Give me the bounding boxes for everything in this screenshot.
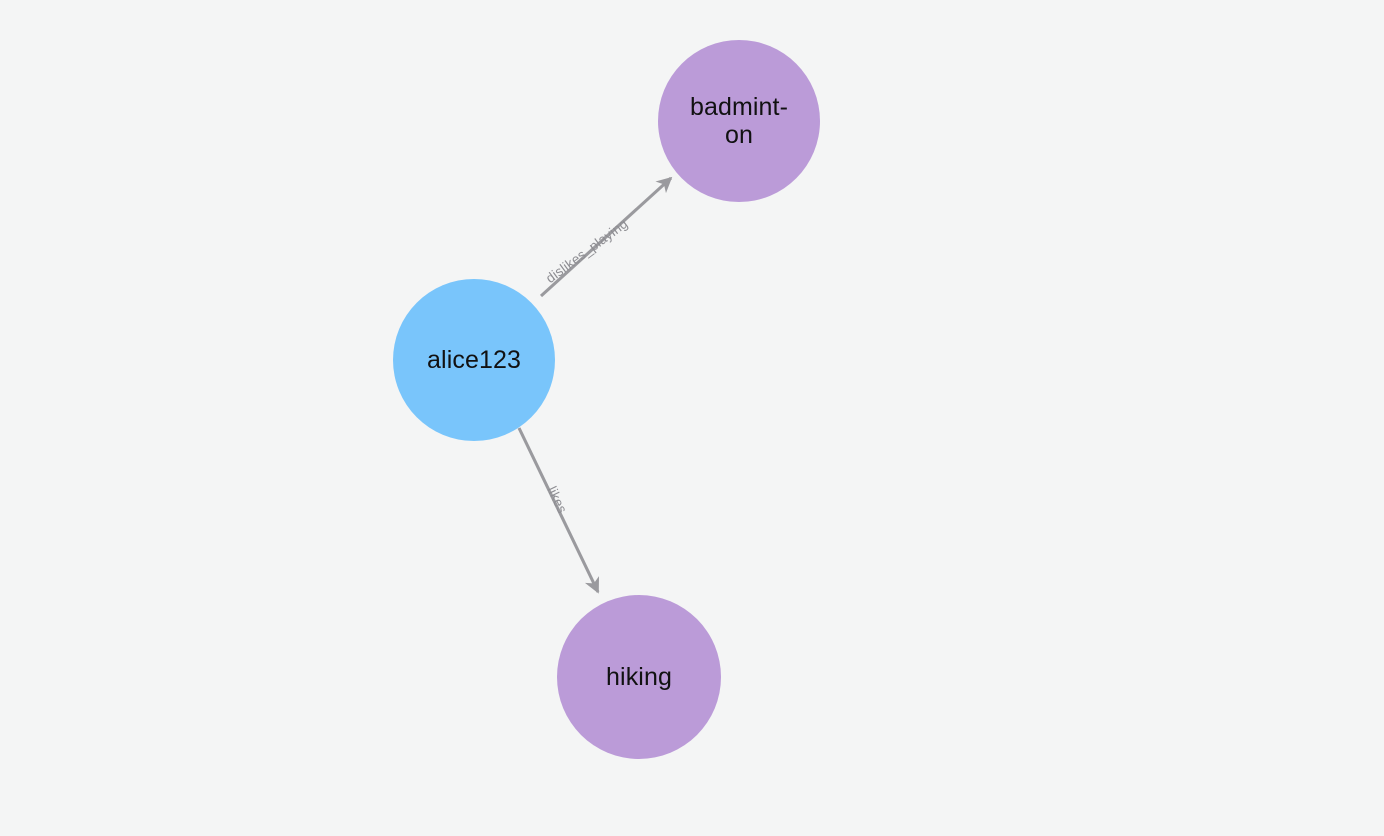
node-label-alice123: alice123 (427, 346, 521, 374)
edge-alice123-hiking[interactable] (517, 427, 600, 594)
graph-node-alice123[interactable]: alice123 (393, 279, 555, 441)
graph-node-badminton[interactable]: badmint- on (658, 40, 820, 202)
graph-node-hiking[interactable]: hiking (557, 595, 721, 759)
node-label-hiking: hiking (606, 663, 672, 691)
edge-alice123-badminton[interactable] (539, 176, 673, 298)
node-label-badminton: badmint- on (689, 93, 789, 149)
